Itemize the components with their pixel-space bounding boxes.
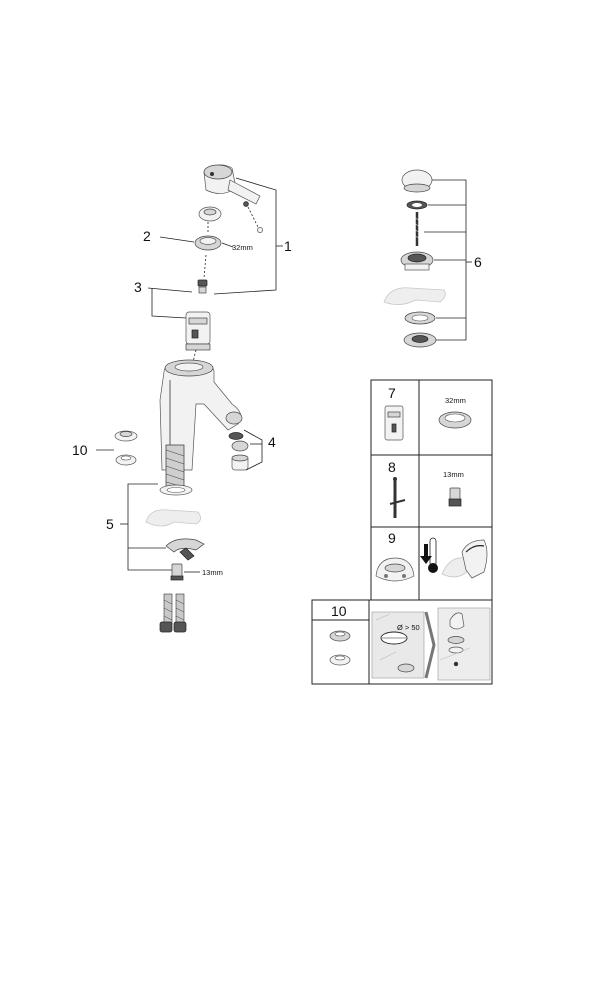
panel-7-dimension: 32mm — [445, 396, 466, 405]
callout-10: 10 — [72, 442, 88, 458]
panel-7-number: 7 — [388, 385, 396, 401]
base-gasket-icon — [159, 484, 193, 496]
cartridge-icon — [185, 311, 211, 351]
panel-9-number: 9 — [388, 530, 396, 546]
nipple-icon — [448, 487, 462, 507]
waste-assembly: 6 — [383, 169, 482, 348]
flange-ring-icon — [438, 411, 472, 429]
dimension-label-32mm: 32mm — [232, 243, 253, 252]
flange-ring-icon — [329, 630, 351, 666]
callout-6: 6 — [474, 254, 482, 270]
lever-icon — [441, 539, 488, 579]
connection-hoses-icon — [159, 593, 187, 633]
waste-plug-icon — [401, 169, 433, 193]
callout-4: 4 — [268, 434, 276, 450]
ring-32mm-icon — [194, 235, 222, 251]
callout-1: 1 — [284, 238, 292, 254]
panel-10-hole-label: Ø > 50 — [397, 623, 420, 632]
fixing-clamp-icon — [165, 538, 205, 561]
faucet-assembly: 32mm 2 1 3 — [72, 164, 292, 633]
hose-icon — [165, 444, 185, 488]
aerator-icon — [228, 432, 249, 471]
spindle-icon — [389, 477, 406, 518]
nut-13mm-icon — [170, 563, 184, 581]
dimension-label-13mm: 13mm — [202, 568, 223, 577]
basin-ghost-icon — [145, 509, 201, 527]
handle-cap-icon — [375, 557, 415, 582]
callout-3: 3 — [134, 279, 142, 295]
flange-ring-icon — [114, 430, 138, 466]
panel-8-number: 8 — [388, 459, 396, 475]
callout-5: 5 — [106, 516, 114, 532]
thermometer-icon — [420, 537, 438, 573]
cap-ring-icon — [198, 206, 222, 222]
waste-grate-icon — [403, 332, 437, 348]
callout-2: 2 — [143, 228, 151, 244]
installed-flange-icon — [437, 607, 491, 681]
faucet-body-icon — [159, 359, 243, 471]
handle-lever-icon — [203, 164, 261, 205]
cartridge-icon — [384, 405, 404, 441]
panel-8-dimension: 13mm — [443, 470, 464, 479]
waste-body-icon — [400, 251, 434, 271]
service-parts-grid: 7 32mm 8 13mm 9 — [311, 379, 493, 685]
drill-hole-icon — [371, 611, 425, 679]
grub-screw-icon — [243, 201, 263, 233]
spindle-screw-icon — [197, 279, 208, 294]
panel-10-number: 10 — [331, 603, 347, 619]
waste-nut-icon — [404, 311, 436, 325]
